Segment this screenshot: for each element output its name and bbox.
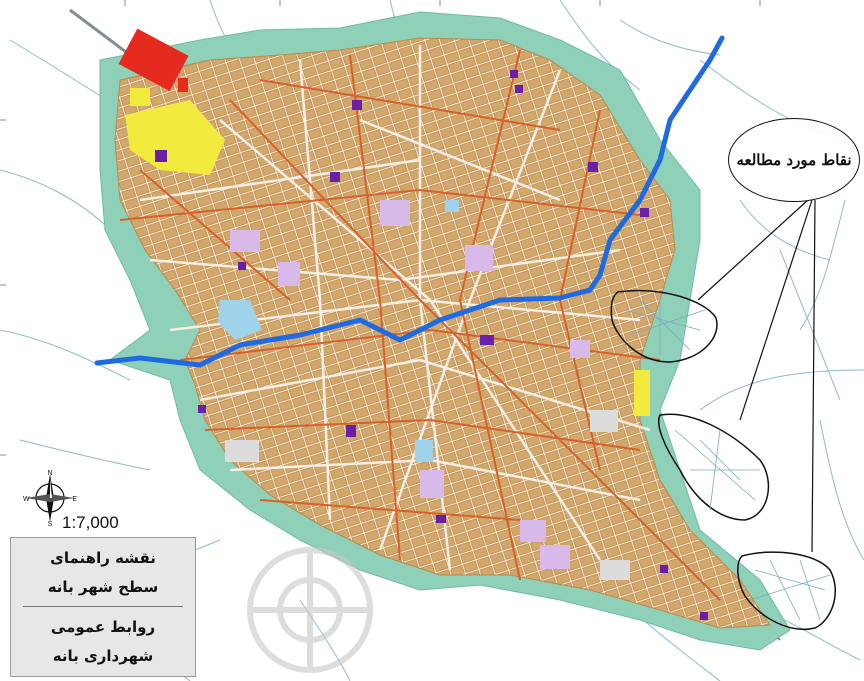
title-line-1: نقشه راهنمای: [50, 548, 156, 567]
title-line-3: روابط عمومی: [50, 618, 156, 637]
title-separator: [23, 606, 183, 608]
study-area-2: [658, 413, 770, 521]
compass-south-label: S: [48, 521, 53, 526]
compass-north-label: N: [47, 470, 52, 477]
river: [94, 35, 725, 368]
title-line-2: سطح شهر بانه: [47, 577, 159, 596]
urban-area: [114, 37, 771, 629]
study-area-1: [610, 289, 718, 363]
north-arrow-icon: N S E W: [23, 470, 77, 526]
watermark-ornament: [247, 547, 373, 673]
study-areas: [610, 289, 836, 630]
arterial-roads: [119, 49, 721, 601]
frame-ticks: [0, 0, 761, 456]
poi-markers: [155, 70, 708, 620]
land-use-zones: [118, 28, 650, 580]
map-scale: 1:7,000: [62, 513, 119, 532]
study-area-3: [737, 551, 836, 630]
title-line-4: شهرداری بانه: [52, 647, 154, 666]
study-points-callout: نقاط مورد مطالعه: [728, 118, 860, 202]
callout-leaders: [697, 199, 816, 553]
compass-west-label: W: [23, 496, 30, 503]
compass-east-label: E: [72, 496, 77, 503]
map-title-box: نقشه راهنمای سطح شهر بانه روابط عمومی شه…: [10, 537, 196, 677]
